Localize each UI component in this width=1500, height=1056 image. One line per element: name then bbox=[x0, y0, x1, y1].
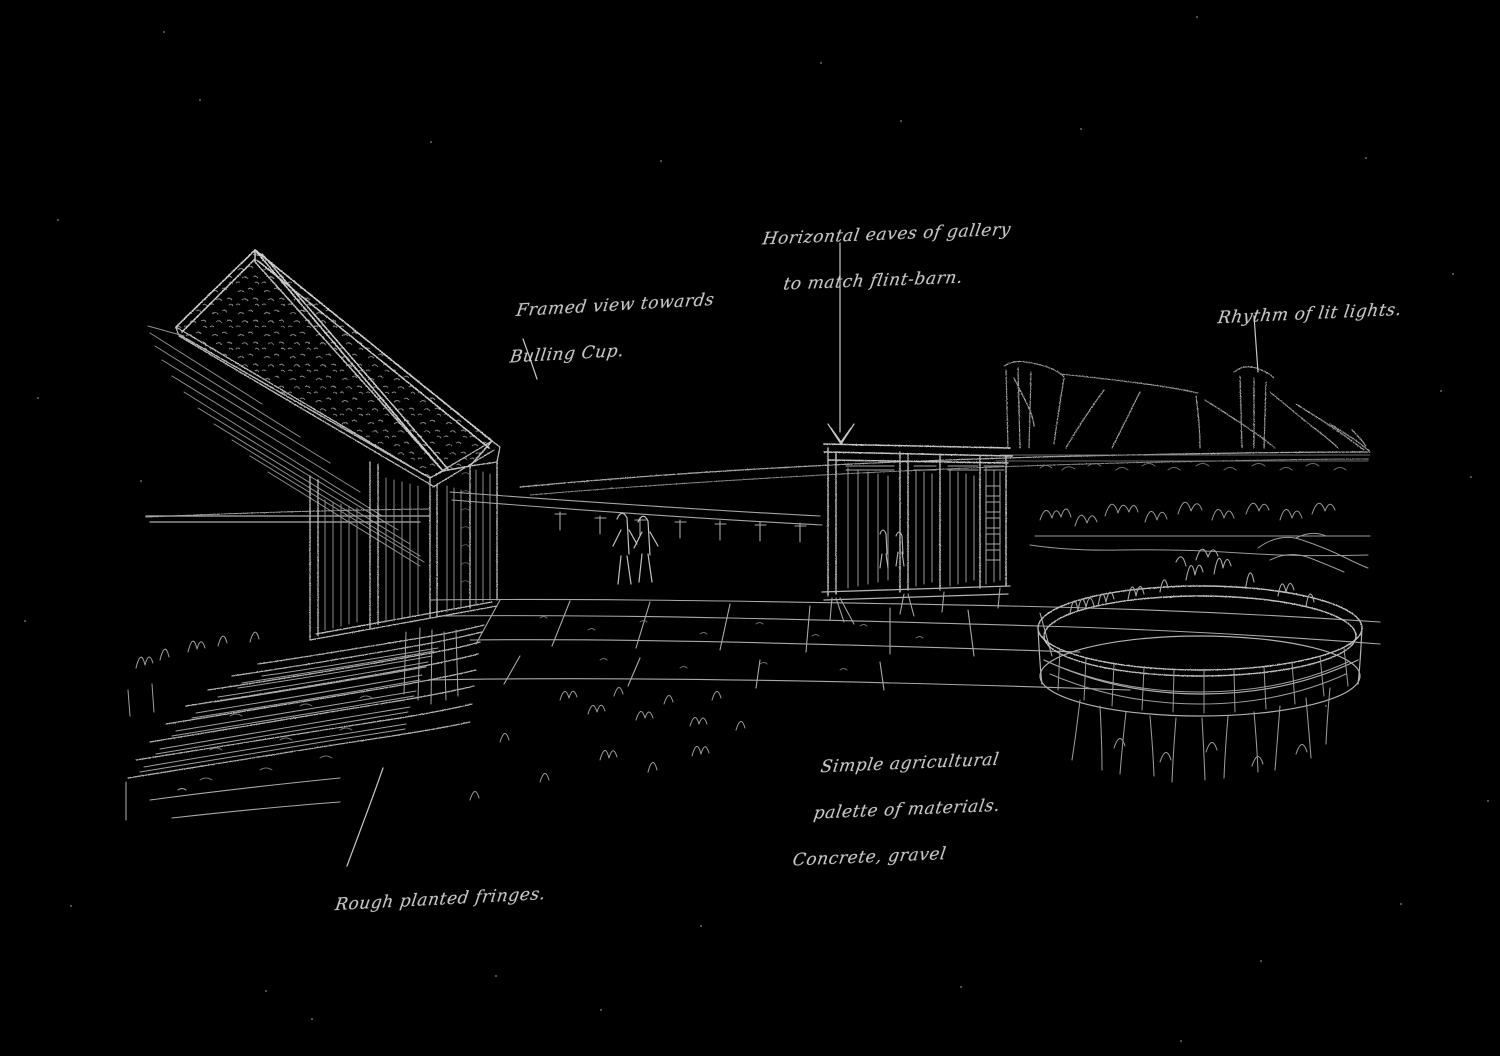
circular-planter bbox=[1037, 548, 1363, 783]
leader-lines bbox=[346, 242, 1259, 867]
scrub-planting bbox=[1029, 501, 1371, 573]
distant-hedge bbox=[995, 454, 1371, 471]
post-and-wire-fence bbox=[449, 491, 823, 543]
flint-barn bbox=[145, 249, 501, 641]
paper-noise bbox=[24, 16, 1489, 1042]
gallery-building bbox=[821, 443, 1013, 625]
background-trees bbox=[1003, 360, 1371, 453]
framed-leader bbox=[522, 338, 538, 380]
figures bbox=[612, 512, 659, 585]
paving-ground bbox=[427, 598, 1381, 691]
fringes-leader bbox=[346, 767, 384, 867]
rough-grass-centre bbox=[469, 687, 746, 801]
rhythm-leader bbox=[1253, 315, 1259, 373]
gravel-texture bbox=[539, 616, 924, 671]
paving-steps bbox=[125, 624, 485, 821]
